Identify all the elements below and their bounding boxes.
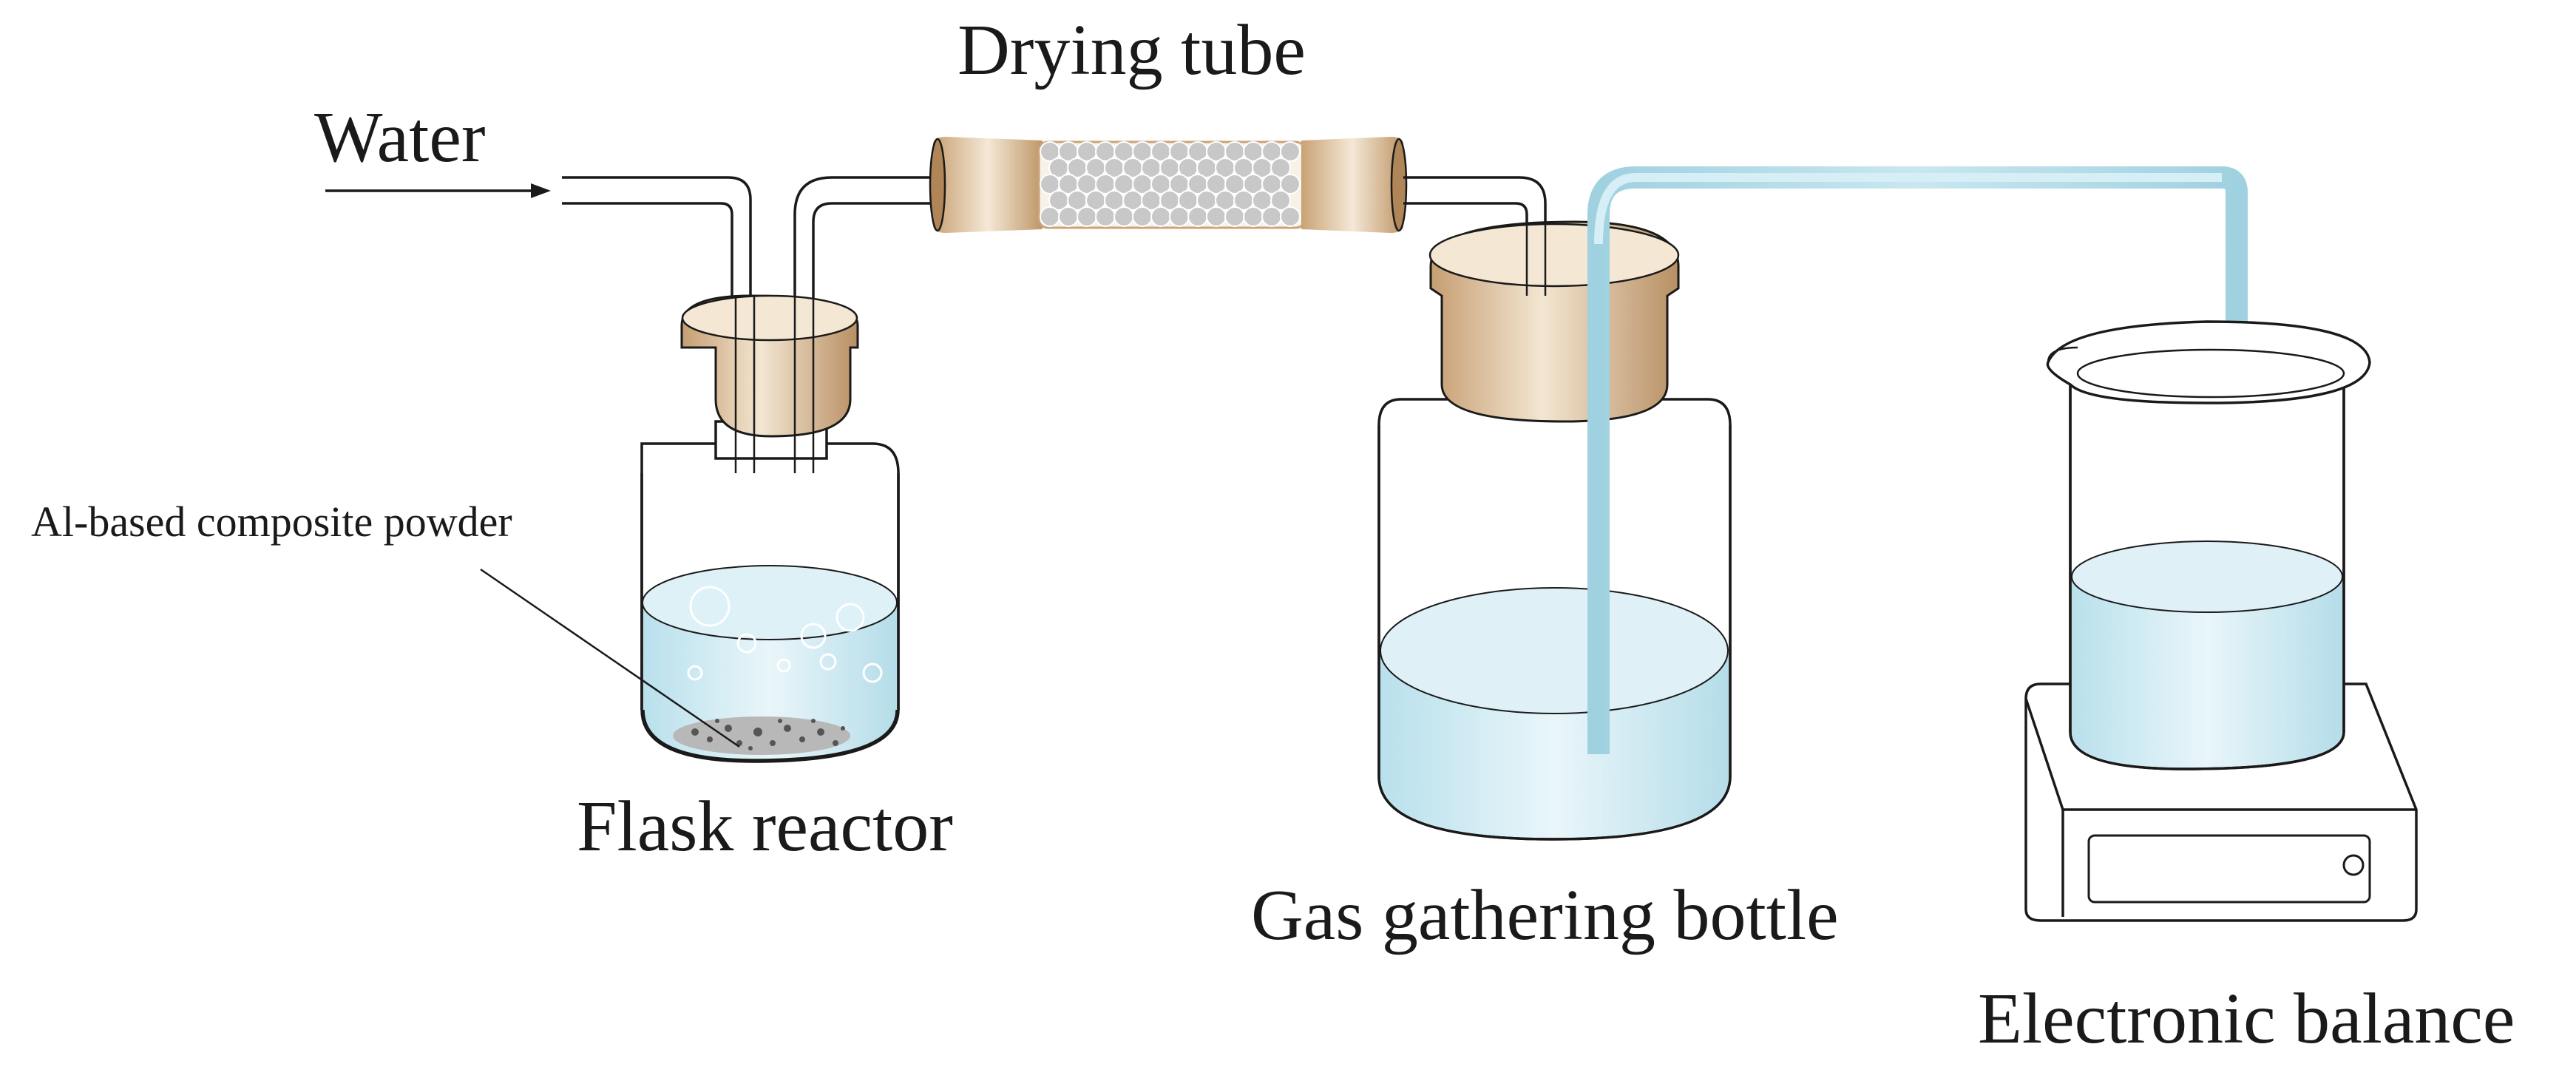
- gas-inlet-tube-inner: [1403, 202, 1528, 488]
- flask-stopper-top: [681, 294, 858, 342]
- drying-bead: [1206, 206, 1227, 227]
- inlet-tube-outer: [562, 176, 752, 311]
- drying-bead: [1243, 206, 1264, 227]
- bottle-stopper-top: [1428, 223, 1680, 288]
- drying-bead: [1095, 206, 1116, 227]
- powder-particles: [673, 716, 850, 755]
- flask-reactor: Al-based composite powder Flask reactor: [31, 176, 953, 867]
- drying-bead: [1261, 206, 1282, 227]
- beaker-water-surface: [2071, 540, 2343, 613]
- right-cap-end: [1390, 138, 1408, 232]
- outlet-tube-inner: [812, 202, 943, 311]
- gas-gathering-bottle: Gas gathering bottle: [1251, 166, 2248, 955]
- flask-walls: [640, 473, 900, 710]
- bottle-water-surface: [1380, 587, 1729, 714]
- drying-bead: [1077, 206, 1097, 227]
- drying-tube: Drying tube: [929, 10, 1408, 233]
- water-arrow-head: [531, 183, 551, 198]
- drying-bead: [1224, 206, 1245, 227]
- beaker-rim-inner: [2076, 348, 2345, 399]
- water-inlet: Water: [314, 98, 551, 198]
- beaker-water: [2072, 577, 2342, 767]
- drying-bead: [1280, 206, 1301, 227]
- flask-bubbles: [687, 586, 883, 683]
- balance-power-button[interactable]: [2342, 854, 2365, 876]
- left-cap-end: [929, 138, 946, 232]
- drying-bead: [1058, 206, 1079, 227]
- water-label: Water: [314, 98, 486, 177]
- gas-bottle-label: Gas gathering bottle: [1251, 875, 1839, 955]
- beaker-spout: [2047, 346, 2078, 363]
- bottle-outline: [1377, 425, 1732, 841]
- flask-reactor-label: Flask reactor: [577, 787, 953, 867]
- drying-bead: [1132, 206, 1153, 227]
- balance-label: Electronic balance: [1978, 979, 2515, 1059]
- flask-bottom-edge: [642, 709, 898, 762]
- drying-tube-right-cap: [1301, 137, 1403, 233]
- drying-bead: [1169, 206, 1190, 227]
- beaker-outline: [2069, 377, 2345, 770]
- drying-beads: [1040, 141, 1301, 227]
- inlet-tube-inner: [562, 202, 733, 311]
- drying-bead: [1114, 206, 1134, 227]
- drying-bead: [1280, 174, 1301, 194]
- electronic-balance: Electronic balance: [1978, 320, 2515, 1059]
- powder-label: Al-based composite powder: [31, 498, 512, 546]
- drying-tube-label: Drying tube: [957, 10, 1306, 90]
- gas-inlet-tube-outer: [1403, 176, 1547, 488]
- drying-bead: [1040, 206, 1060, 227]
- drying-bead: [1270, 190, 1291, 211]
- drying-bead: [1280, 141, 1301, 162]
- outlet-tube-outer: [793, 176, 943, 311]
- drying-tube-left-cap: [933, 137, 1043, 233]
- drying-bead: [1187, 206, 1208, 227]
- powder-leader-line: [480, 568, 740, 748]
- drying-bead: [1270, 157, 1291, 178]
- balance-display-panel: [2087, 834, 2371, 904]
- siphon-highlight: [1594, 173, 2222, 245]
- drying-bead: [1150, 206, 1171, 227]
